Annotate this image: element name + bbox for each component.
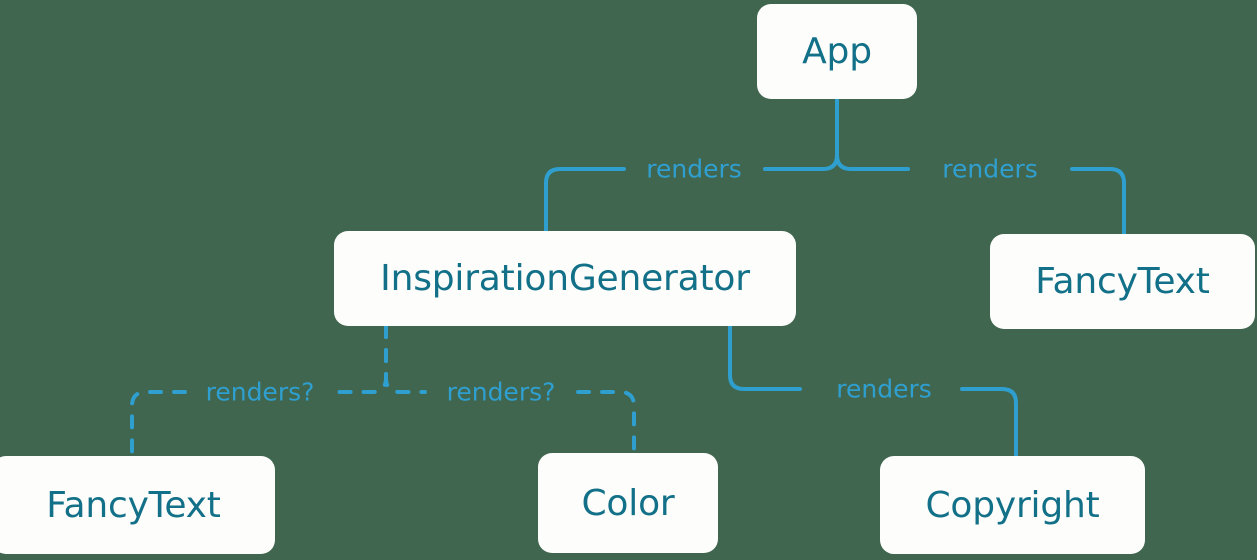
edge-label-app-fancytext-top: renders: [942, 154, 1038, 184]
node-app[interactable]: App: [757, 4, 917, 99]
edge-label-app-inspirationgenerator: renders: [646, 154, 742, 184]
node-copyright[interactable]: Copyright: [880, 456, 1145, 554]
node-fancytext-bottom[interactable]: FancyText: [0, 456, 275, 554]
node-color[interactable]: Color: [538, 453, 718, 553]
edge-label-inspirationgenerator-fancytext-bottom: renders?: [205, 377, 315, 407]
edge-inspirationgenerator-copyright: [728, 324, 1018, 458]
node-fancytext-top[interactable]: FancyText: [990, 234, 1255, 329]
edge-label-inspirationgenerator-copyright: renders: [836, 374, 932, 404]
edge-label-inspirationgenerator-color: renders?: [446, 377, 556, 407]
node-inspirationgenerator[interactable]: InspirationGenerator: [334, 231, 796, 326]
edge-app-fancytext-top: [835, 97, 1126, 236]
edge-inspirationgenerator-color: [384, 324, 636, 455]
